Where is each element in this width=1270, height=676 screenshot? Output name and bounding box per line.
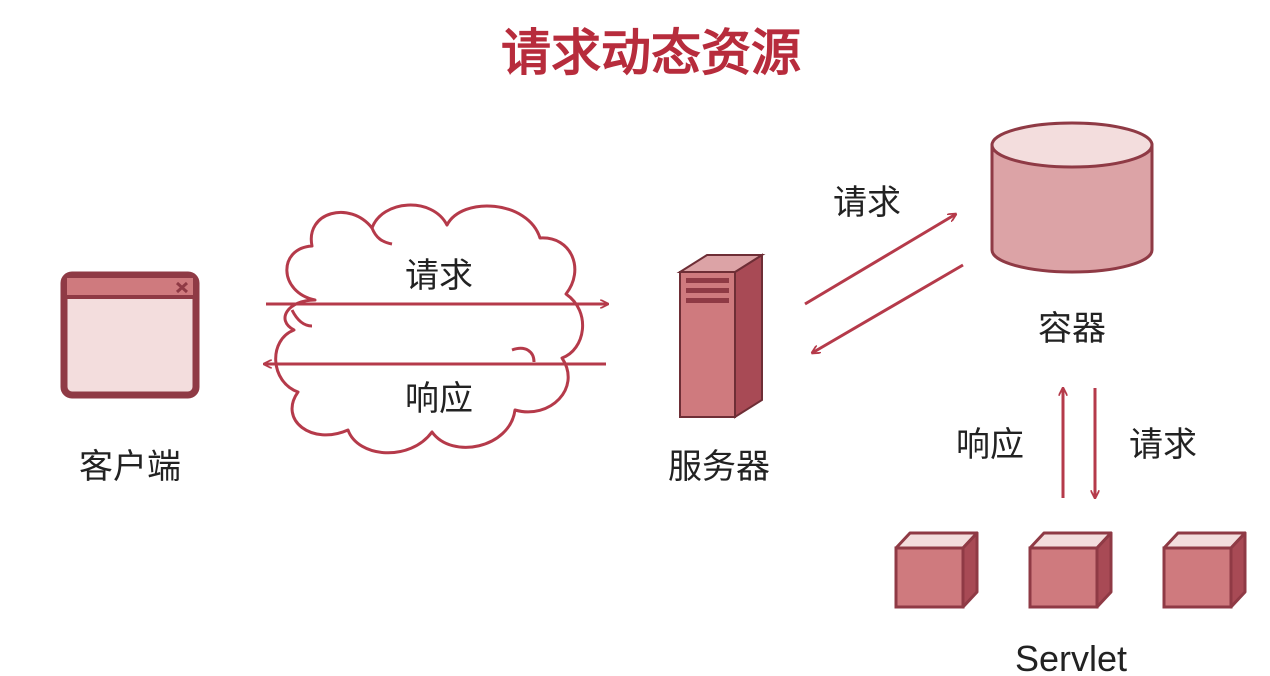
page-title: 请求动态资源 bbox=[501, 24, 801, 82]
container-servlet-response-label: 响应 bbox=[956, 425, 1024, 465]
container-label: 容器 bbox=[1038, 309, 1106, 349]
cloud-detail bbox=[290, 309, 313, 328]
servlet-cube-icon bbox=[1162, 531, 1247, 609]
network-cloud-shape bbox=[274, 203, 584, 455]
cloud-response-label: 响应 bbox=[405, 379, 473, 419]
container-to-server-arrow bbox=[812, 263, 964, 353]
cloud-detail bbox=[370, 227, 393, 246]
servlet-cube-icon bbox=[894, 531, 979, 609]
container-servlet-request-label: 请求 bbox=[1129, 425, 1197, 465]
client-window-icon bbox=[60, 271, 200, 399]
client-label: 客户端 bbox=[79, 447, 181, 487]
server-container-request-label: 请求 bbox=[833, 183, 901, 223]
servlet-cube-icon bbox=[1028, 531, 1113, 609]
container-cylinder-icon bbox=[990, 121, 1154, 274]
cloud-request-label: 请求 bbox=[405, 256, 473, 296]
server-tower-icon bbox=[676, 253, 766, 419]
server-to-container-arrow bbox=[804, 214, 956, 306]
cloud-detail bbox=[511, 346, 536, 363]
servlet-label: Servlet bbox=[1015, 638, 1127, 676]
server-label: 服务器 bbox=[668, 447, 770, 487]
